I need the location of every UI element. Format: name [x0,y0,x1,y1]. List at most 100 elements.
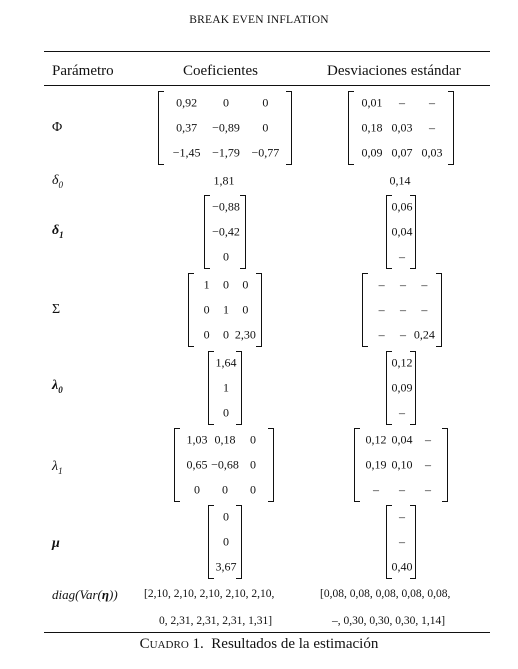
top-rule [44,51,490,53]
matrix-cell: – [400,277,406,292]
matrix-cell: 0 [223,95,229,110]
matrix-cell: 0 [203,327,210,342]
matrix-cell: 0,40 [391,559,413,574]
matrix-cell: 0 [194,482,200,497]
matrix-cell: 0,04 [391,432,413,447]
matrix-cell: 0,19 [365,457,387,472]
matrix-cell: – [429,95,435,110]
matrix-cell: – [373,482,379,497]
matrix-cell: – [425,432,431,447]
matrix-cell: 0 [250,457,256,472]
matrix-mu-sd: – – 0,40 [386,505,416,579]
matrix-cell: 0 [223,327,229,342]
param-delta0: δ0 [52,173,64,190]
matrix-cell: – [399,482,405,497]
matrix-cell: 0,24 [413,327,435,342]
matrix-cell: 1,03 [186,432,208,447]
matrix-cell: 0 [242,302,249,317]
matrix-cell: −1,45 [172,145,201,160]
matrix-cell: −1,79 [212,145,240,160]
matrix-cell: 0 [223,405,229,420]
matrix-cell: 0 [242,277,249,292]
matrix-cell: – [378,327,385,342]
matrix-cell: 0 [223,509,229,524]
diag-sd-line2: –, 0,30, 0,30, 0,30, 1,14] [332,615,446,627]
param-sigma: Σ [52,302,61,317]
matrix-cell: 1 [223,380,229,395]
matrix-cell: 0,06 [391,199,413,214]
matrix-lambda0-coef: 1,64 1 0 [208,351,242,425]
matrix-cell: 0 [203,302,210,317]
matrix-cell: 0,07 [391,145,413,160]
matrix-cell: – [421,277,428,292]
matrix-cell: −0,89 [212,120,240,135]
matrix-cell: 3,67 [215,559,237,574]
matrix-cell: 0 [250,432,256,447]
matrix-cell: 0 [262,120,269,135]
matrix-cell: – [425,457,431,472]
diag-coef-line1: [2,10, 2,10, 2,10, 2,10, 2,10, [144,588,275,600]
matrix-cell: 0,18 [214,432,236,447]
delta0-coef: 1,81 [213,173,235,188]
matrix-cell: 0 [250,482,256,497]
matrix-cell: – [425,482,431,497]
bottom-rule [44,632,490,634]
param-delta1: δ1 [52,223,64,240]
param-mu: μ [52,536,60,551]
matrix-cell: 0 [223,534,229,549]
matrix-cell: 0,09 [361,145,383,160]
table-caption: Cuadro 1. Resultados de la estimación [139,636,379,652]
matrix-cell: −0,77 [251,145,280,160]
diag-sd-line1: [0,08, 0,08, 0,08, 0,08, 0,08, [320,588,451,600]
matrix-delta1-sd: 0,06 0,04 – [386,195,416,269]
matrix-cell: 0 [223,277,229,292]
matrix-cell: 0 [223,249,229,264]
matrix-cell: – [399,95,405,110]
matrix-sigma-sd: ––––––––0,24 [362,273,442,347]
running-header: BREAK EVEN INFLATION [189,14,329,26]
param-phi: Φ [52,120,63,135]
matrix-cell: – [399,249,405,264]
matrix-cell: – [421,302,428,317]
param-lambda0: λ0 [52,378,63,395]
matrix-cell: – [399,405,405,420]
matrix-cell: 2,30 [234,327,256,342]
matrix-cell: – [399,534,405,549]
diag-coef-line2: 0, 2,31, 2,31, 2,31, 1,31] [159,615,273,627]
matrix-cell: 0,10 [391,457,413,472]
matrix-cell: – [400,327,406,342]
matrix-cell: 0,18 [361,120,383,135]
matrix-phi-coef: 0,92 0 0 0,37 −0,89 0 −1,45 −1,79 −0,77 [158,91,292,165]
column-header-param: Parámetro [52,63,114,79]
matrix-cell: −0,88 [212,199,240,214]
matrix-delta1-coef: −0,88 −0,42 0 [204,195,246,269]
column-header-sd: Desviaciones estándar [327,63,461,79]
matrix-cell: – [399,509,405,524]
matrix-cell: 0,37 [176,120,198,135]
matrix-cell: 0,12 [365,432,387,447]
matrix-cell: 0 [222,482,228,497]
matrix-cell: 1 [223,302,229,317]
matrix-cell: −0,68 [211,457,239,472]
matrix-cell: – [400,302,406,317]
delta0-sd: 0,14 [389,173,411,188]
param-diag-var-eta: diag(Var(η)) [52,587,118,602]
header-rule [44,85,490,86]
matrix-cell: – [429,120,435,135]
matrix-cell: −0,42 [212,224,240,239]
matrix-cell: – [378,302,385,317]
matrix-cell: 0,04 [391,224,413,239]
matrix-cell: – [378,277,385,292]
matrix-cell: 0,03 [421,145,443,160]
param-lambda1: λ1 [52,459,63,476]
matrix-cell: 0 [262,95,269,110]
matrix-cell: 0,92 [176,95,198,110]
matrix-cell: 1,64 [215,355,237,370]
matrix-cell: 0,09 [391,380,413,395]
